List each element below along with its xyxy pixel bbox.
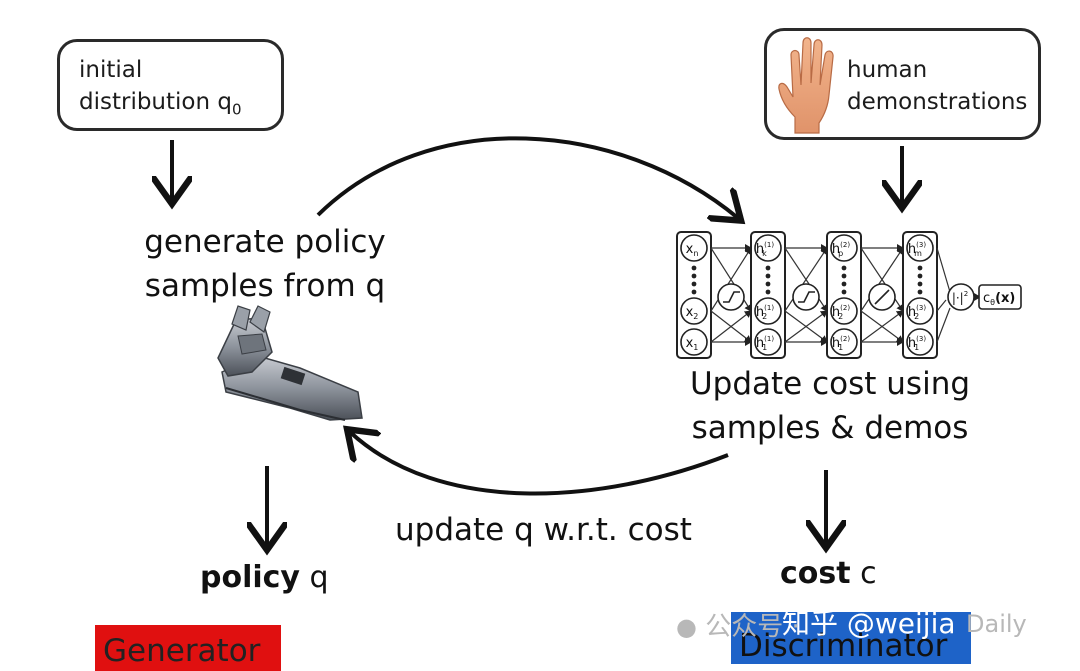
nn-neuron-h1k: h(1)k: [756, 241, 774, 258]
generator-tag: Generator: [95, 625, 281, 671]
policy-var: q: [309, 560, 329, 595]
nn-neuron-h21: h(2)1: [832, 335, 850, 352]
cost-word: cost: [780, 556, 851, 591]
human-label-line2: demonstrations: [847, 89, 1028, 115]
cost-label: cost c: [780, 556, 877, 591]
policy-label: policy q: [200, 560, 329, 595]
nn-neuron-xn: xn: [686, 242, 699, 258]
update-cost-line1: Update cost using: [689, 366, 971, 402]
nn-neuron-x2: x2: [686, 305, 699, 321]
nn-neuron-h12: h(1)2: [756, 304, 774, 321]
nn-neuron-h3m: h(3)m: [908, 241, 926, 258]
update-cost-line2: samples & demos: [691, 410, 969, 446]
generate-line2: samples from q: [144, 268, 386, 304]
generate-samples-label: generate policy samples from q: [120, 220, 410, 308]
initial-label-line1: initial: [79, 57, 143, 83]
watermark-zhihu: 知乎 @weijia: [782, 607, 956, 640]
cost-var: c: [860, 556, 877, 591]
generator-text: Generator: [103, 633, 261, 669]
nn-neuron-x1: x1: [686, 336, 699, 352]
nn-norm-label: |·|2: [952, 290, 968, 305]
policy-word: policy: [200, 560, 300, 595]
discriminator-text: Discriminator: [739, 628, 948, 664]
nn-output-box: [978, 284, 1022, 310]
arrow-samples-to-cost-update: [316, 136, 738, 218]
cost-neural-network: xn x2 x1 h(1)k h(1)2 h(1)1 h(2)p h(2)2 h…: [676, 231, 1022, 359]
human-label-line1: human: [847, 57, 928, 83]
nn-layer-hidden3: [902, 231, 938, 359]
update-q-label: update q w.r.t. cost: [395, 512, 692, 548]
generate-line1: generate policy: [144, 224, 386, 260]
human-demonstrations-box: human demonstrations: [764, 28, 1041, 140]
nn-layer-hidden2: [826, 231, 862, 359]
nn-neuron-h22: h(2)2: [832, 304, 850, 321]
robot-arm-image: [217, 305, 363, 421]
hand-icon: [778, 37, 834, 134]
initial-distribution-box: initial distribution q0: [57, 39, 284, 131]
nn-neuron-h31: h(3)1: [908, 335, 926, 352]
nn-neuron-h32: h(3)2: [908, 304, 926, 321]
update-cost-label: Update cost using samples & demos: [660, 362, 1000, 450]
nn-layer-hidden1: [750, 231, 786, 359]
human-demonstrations-text: human demonstrations: [847, 54, 1027, 118]
initial-distribution-text: initial distribution q0: [79, 54, 242, 126]
watermark: ● 公众号 ·: [676, 606, 800, 643]
nn-neuron-h2p: h(2)p: [832, 241, 850, 258]
nn-neuron-h11: h(1)1: [756, 335, 774, 352]
wechat-icon: ●: [676, 613, 697, 641]
watermark-prefix: 公众号 ·: [705, 612, 800, 642]
nn-layer-input: [676, 231, 712, 359]
nn-norm-node: [947, 283, 975, 311]
initial-label-line2: distribution q0: [79, 89, 242, 119]
arrow-cost-to-policy-update: [350, 432, 729, 496]
watermark-suffix: Daily: [966, 610, 1027, 638]
nn-output-label: cθ(x): [983, 291, 1015, 307]
discriminator-tag: Discriminator: [731, 612, 971, 664]
